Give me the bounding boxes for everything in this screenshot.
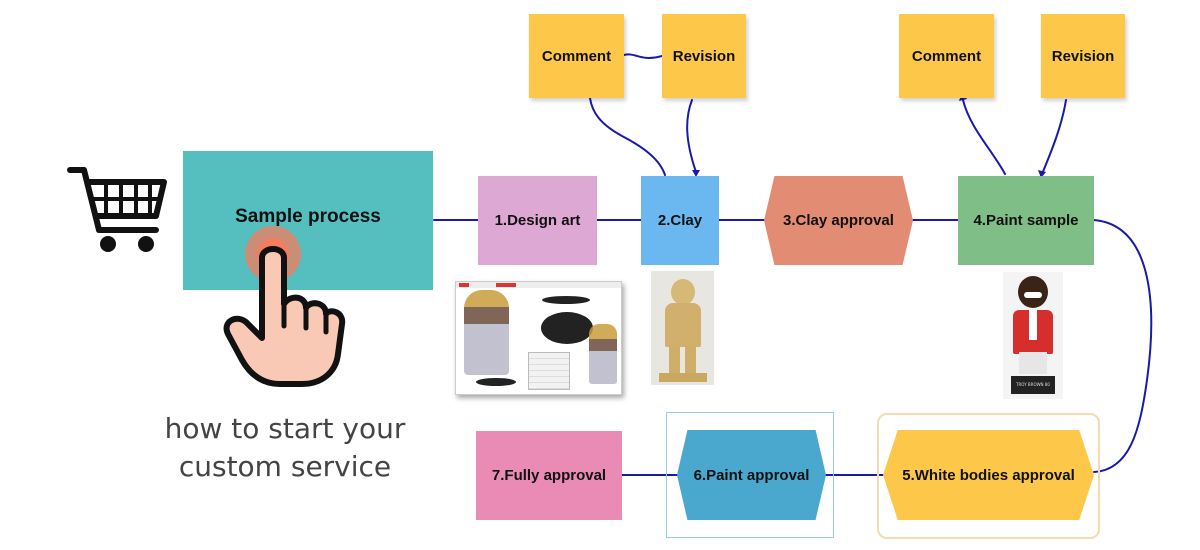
step-clay-label: 2.Clay	[657, 212, 703, 229]
arrowhead-to-clay	[692, 170, 700, 177]
caption-line-1: how to start your	[164, 412, 406, 445]
white-bodies-frame	[877, 413, 1100, 539]
paint-comment-note[interactable]: Comment	[899, 14, 994, 98]
shopping-cart-icon	[67, 167, 167, 252]
connector-comment-to-revision	[623, 53, 663, 59]
step-clay-approval[interactable]: 3.Clay approval	[764, 176, 913, 265]
connector-clay-to-comment	[589, 97, 666, 176]
start-caption: how to start your custom service	[150, 410, 420, 486]
clay-revision-note[interactable]: Revision	[662, 14, 746, 98]
bobblehead-image: TROY BROWN 80	[1003, 272, 1063, 399]
connector-paint-sample-to-white-bodies	[1093, 219, 1153, 473]
step-design-art[interactable]: 1.Design art	[478, 176, 597, 265]
paint-revision-label: Revision	[1051, 47, 1115, 65]
step-fully-approval-label: 7.Fully approval	[491, 467, 607, 484]
paint-revision-note[interactable]: Revision	[1041, 14, 1125, 98]
arrowhead-to-paint-sample	[1038, 170, 1046, 178]
clay-comment-label: Comment	[541, 47, 612, 65]
bobblehead-base-label: TROY BROWN 80	[1016, 382, 1050, 387]
sample-process-title: Sample process	[235, 205, 381, 227]
step-white-bodies-approval-label: 5.White bodies approval	[902, 466, 1075, 484]
pointing-hand-icon	[223, 226, 346, 387]
clay-figure-image	[651, 271, 714, 385]
step-clay-approval-label: 3.Clay approval	[783, 212, 894, 229]
step-paint-sample[interactable]: 4.Paint sample	[958, 176, 1094, 265]
connector-paint-sample-to-comment	[962, 99, 1006, 175]
step-paint-approval-label: 6.Paint approval	[693, 466, 810, 484]
step-design-art-label: 1.Design art	[494, 212, 581, 229]
caption-line-2: custom service	[178, 450, 392, 483]
step-paint-approval[interactable]: 6.Paint approval	[677, 430, 826, 520]
step-clay[interactable]: 2.Clay	[641, 176, 719, 265]
paint-comment-label: Comment	[911, 47, 982, 65]
clay-revision-label: Revision	[672, 47, 736, 65]
connector-revision-to-clay	[686, 99, 697, 173]
paint-approval-frame	[666, 412, 834, 538]
step-paint-sample-label: 4.Paint sample	[973, 212, 1079, 229]
step-white-bodies-approval[interactable]: 5.White bodies approval	[883, 430, 1094, 520]
sample-process-box[interactable]: Sample process	[183, 151, 433, 290]
design-art-sheet-image	[455, 281, 622, 395]
connector-revision-to-paint-sample	[1041, 99, 1067, 175]
clay-comment-note[interactable]: Comment	[529, 14, 624, 98]
step-fully-approval[interactable]: 7.Fully approval	[476, 431, 622, 520]
